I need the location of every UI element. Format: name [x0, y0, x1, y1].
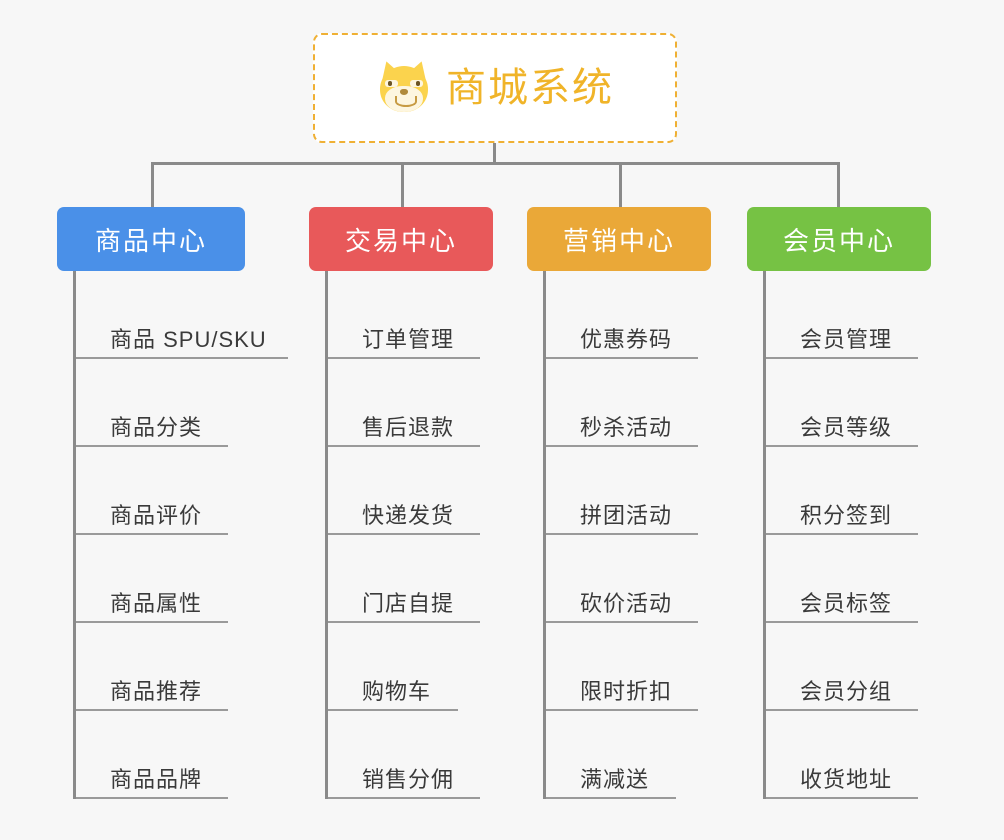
list-item-label: 售后退款: [362, 415, 455, 440]
list-item-rule: [76, 621, 228, 623]
list-item-label: 砍价活动: [580, 591, 673, 616]
list-item-label: 商品品牌: [110, 767, 203, 792]
branch-items-1: 订单管理 售后退款 快递发货 门店自提 购物车 销售分佣: [325, 271, 493, 799]
list-item[interactable]: 商品品牌: [76, 711, 267, 799]
list-item-label: 会员标签: [800, 591, 893, 616]
list-item-label: 满减送: [580, 767, 650, 792]
branch-header-label: 交易中心: [344, 225, 457, 256]
list-item-label: 商品属性: [110, 591, 203, 616]
root-title: 商城系统: [446, 66, 614, 110]
connector-root-stem: [493, 143, 496, 165]
list-item-rule: [546, 533, 698, 535]
list-item-label: 商品推荐: [110, 679, 203, 704]
list-item[interactable]: 快递发货: [328, 447, 493, 535]
list-item-label: 拼团活动: [580, 503, 673, 528]
list-item-rule: [766, 445, 918, 447]
list-item[interactable]: 秒杀活动: [546, 359, 711, 447]
list-item-label: 会员分组: [800, 679, 893, 704]
shiba-inu-face-icon: [376, 58, 432, 116]
list-item-rule: [766, 621, 918, 623]
list-item-rule: [76, 445, 228, 447]
list-item[interactable]: 会员等级: [766, 359, 931, 447]
branch-column: 营销中心 优惠券码 秒杀活动 拼团活动 砍价活动 限时折扣: [527, 207, 711, 799]
list-item-label: 收货地址: [800, 767, 893, 792]
list-item-label: 门店自提: [362, 591, 455, 616]
list-item-rule: [328, 797, 480, 799]
list-item-label: 商品评价: [110, 503, 203, 528]
list-item[interactable]: 商品评价: [76, 447, 267, 535]
list-item[interactable]: 砍价活动: [546, 535, 711, 623]
list-item-label: 订单管理: [362, 327, 455, 352]
connector-drop-1: [151, 162, 154, 208]
list-item-label: 积分签到: [800, 503, 893, 528]
list-item[interactable]: 收货地址: [766, 711, 931, 799]
branch-header-2[interactable]: 营销中心: [527, 207, 711, 271]
list-item[interactable]: 优惠券码: [546, 271, 711, 359]
list-item-rule: [328, 445, 480, 447]
connector-bus: [151, 162, 839, 165]
list-item-rule: [766, 709, 918, 711]
list-item[interactable]: 限时折扣: [546, 623, 711, 711]
list-item-rule: [546, 621, 698, 623]
list-item[interactable]: 销售分佣: [328, 711, 493, 799]
connector-drop-4: [837, 162, 840, 208]
list-item[interactable]: 订单管理: [328, 271, 493, 359]
list-item-rule: [76, 357, 288, 359]
connector-drop-2: [401, 162, 404, 208]
branch-column: 会员中心 会员管理 会员等级 积分签到 会员标签 会员分组: [747, 207, 931, 799]
list-item-label: 购物车: [362, 679, 432, 704]
list-item[interactable]: 会员分组: [766, 623, 931, 711]
branch-items-0: 商品 SPU/SKU 商品分类 商品评价 商品属性 商品推荐 商品品牌: [73, 271, 288, 799]
branch-header-3[interactable]: 会员中心: [747, 207, 931, 271]
list-item[interactable]: 会员标签: [766, 535, 931, 623]
list-item-rule: [76, 797, 228, 799]
list-item-rule: [546, 797, 676, 799]
branch-header-1[interactable]: 交易中心: [309, 207, 493, 271]
list-item[interactable]: 商品分类: [76, 359, 267, 447]
branch-items-2: 优惠券码 秒杀活动 拼团活动 砍价活动 限时折扣 满减送: [543, 271, 711, 799]
list-item-label: 商品 SPU/SKU: [110, 327, 267, 352]
branch-header-label: 会员中心: [782, 225, 895, 256]
branch-header-label: 商品中心: [94, 225, 207, 256]
list-item-label: 销售分佣: [362, 767, 455, 792]
list-item-label: 商品分类: [110, 415, 203, 440]
list-item[interactable]: 门店自提: [328, 535, 493, 623]
list-item-rule: [546, 709, 698, 711]
root-node[interactable]: 商城系统: [313, 33, 677, 143]
list-item[interactable]: 商品属性: [76, 535, 267, 623]
list-item-rule: [766, 357, 918, 359]
list-item-label: 限时折扣: [580, 679, 673, 704]
branch-column: 交易中心 订单管理 售后退款 快递发货 门店自提 购物车: [309, 207, 493, 799]
branch-header-label: 营销中心: [562, 225, 675, 256]
branch-header-0[interactable]: 商品中心: [57, 207, 245, 271]
list-item-rule: [76, 533, 228, 535]
list-item-label: 优惠券码: [580, 327, 673, 352]
list-item-label: 会员管理: [800, 327, 893, 352]
list-item-rule: [328, 709, 458, 711]
list-item-label: 秒杀活动: [580, 415, 673, 440]
branch-column: 商品中心 商品 SPU/SKU 商品分类 商品评价 商品属性 商品推荐: [57, 207, 288, 799]
list-item-rule: [328, 357, 480, 359]
list-item[interactable]: 商品 SPU/SKU: [76, 271, 288, 359]
list-item[interactable]: 售后退款: [328, 359, 493, 447]
list-item[interactable]: 满减送: [546, 711, 711, 799]
list-item-rule: [328, 533, 480, 535]
list-item-rule: [546, 445, 698, 447]
list-item[interactable]: 拼团活动: [546, 447, 711, 535]
list-item[interactable]: 会员管理: [766, 271, 931, 359]
list-item[interactable]: 商品推荐: [76, 623, 267, 711]
list-item-label: 会员等级: [800, 415, 893, 440]
connector-drop-3: [619, 162, 622, 208]
list-item[interactable]: 积分签到: [766, 447, 931, 535]
list-item[interactable]: 购物车: [328, 623, 493, 711]
list-item-rule: [76, 709, 228, 711]
list-item-label: 快递发货: [362, 503, 455, 528]
list-item-rule: [328, 621, 480, 623]
list-item-rule: [766, 797, 918, 799]
branch-items-3: 会员管理 会员等级 积分签到 会员标签 会员分组 收货地址: [763, 271, 931, 799]
list-item-rule: [766, 533, 918, 535]
list-item-rule: [546, 357, 698, 359]
